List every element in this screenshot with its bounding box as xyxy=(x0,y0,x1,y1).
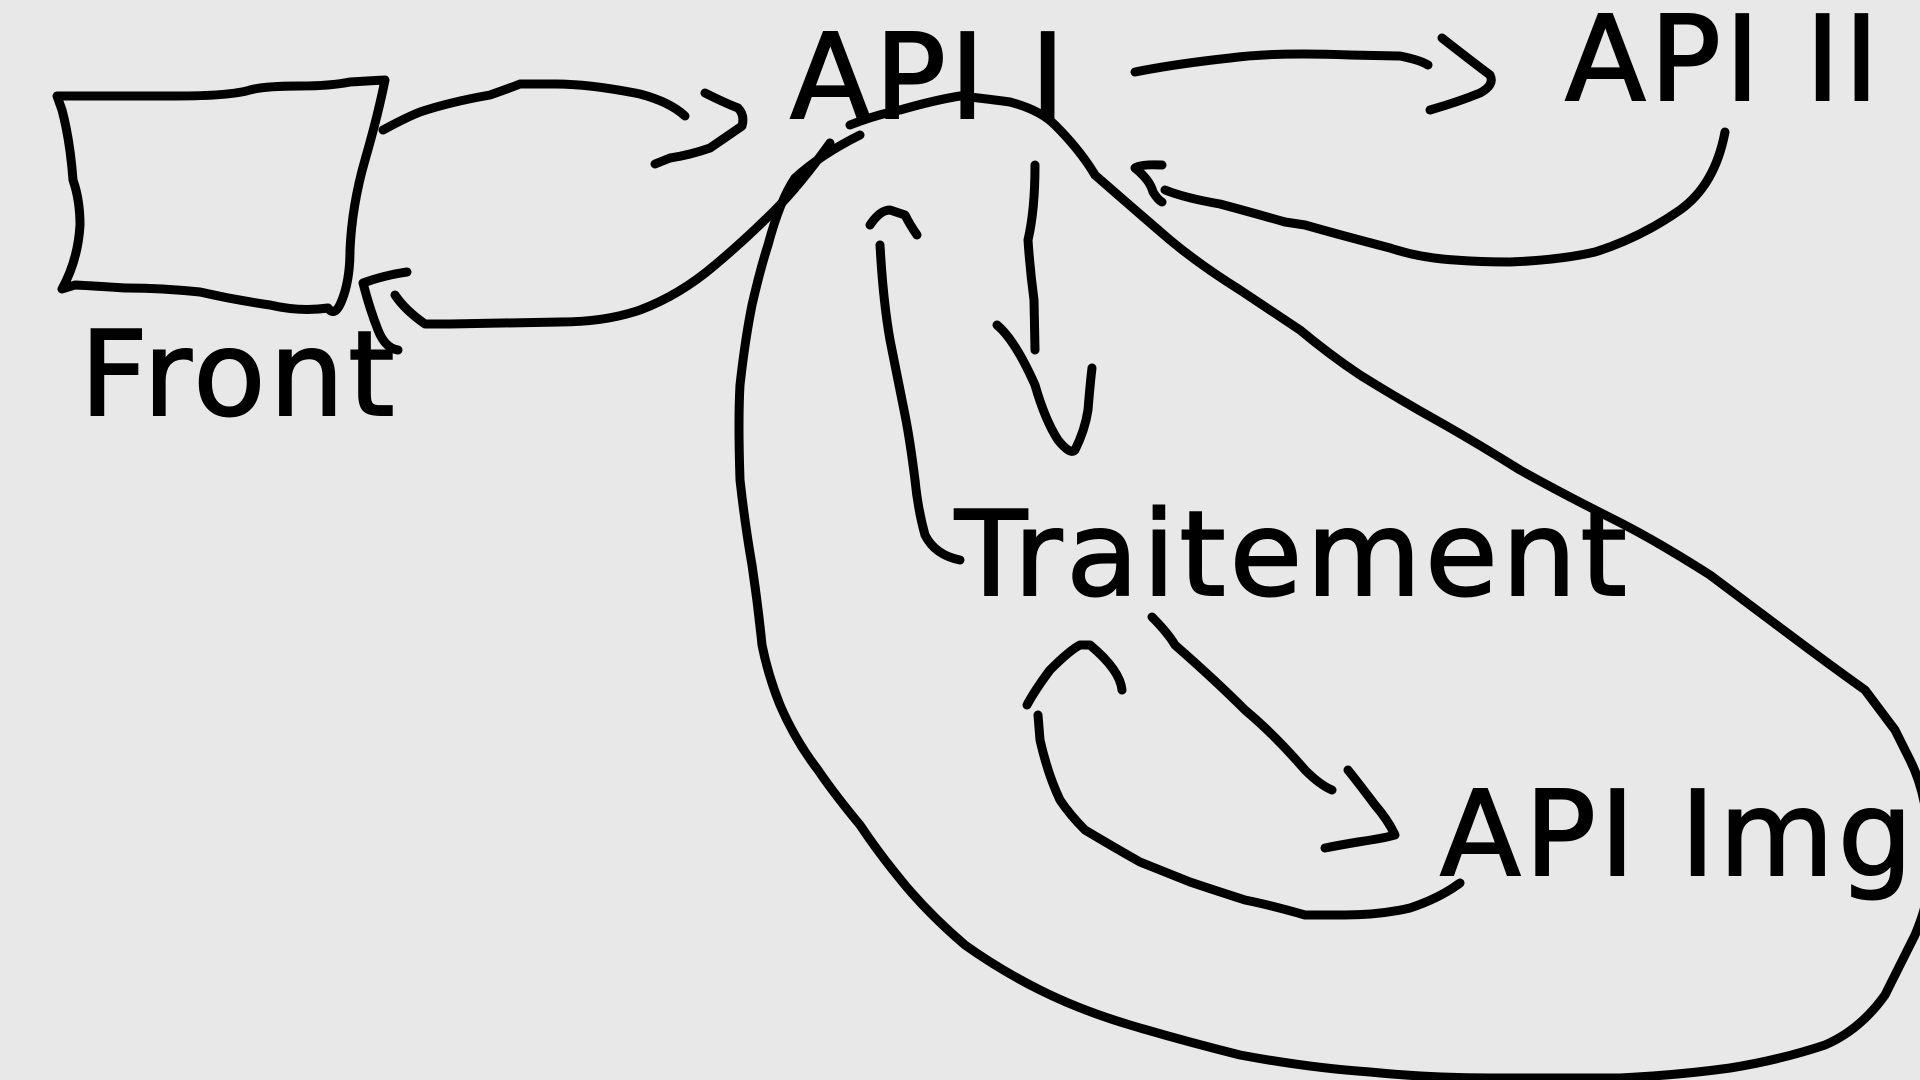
node-api-img: API Img xyxy=(1439,764,1917,904)
arrow-api-i-to-traitement xyxy=(992,160,1097,456)
arrowhead xyxy=(1130,160,1167,207)
node-traitement: Traitement xyxy=(953,484,1631,624)
arrow-api-img-to-traitement xyxy=(1022,640,1465,920)
node-front: Front xyxy=(52,75,398,444)
api-ii-label: API II xyxy=(1565,0,1883,128)
node-api-i: API I xyxy=(789,7,1069,147)
arrow-api-i-to-api-ii xyxy=(1130,33,1496,115)
enclosing-loop xyxy=(734,91,1920,1080)
arrowhead xyxy=(358,267,412,355)
arrowhead xyxy=(865,205,922,240)
api-img-label: API Img xyxy=(1440,765,1917,903)
arrowhead xyxy=(992,320,1097,456)
arrow-api-ii-to-api-i xyxy=(1130,127,1730,267)
arrow-traitement-to-api-i xyxy=(865,205,965,565)
node-api-ii: API II xyxy=(1564,0,1883,129)
api-i-label: API I xyxy=(790,8,1069,146)
arrowhead xyxy=(1320,765,1400,853)
arrowhead xyxy=(1425,33,1496,115)
arrow-api-i-to-front xyxy=(358,138,835,355)
front-box xyxy=(52,75,390,316)
front-label: Front xyxy=(80,305,398,443)
arrow-front-to-api-i xyxy=(378,79,748,169)
arrowhead xyxy=(1022,640,1127,710)
arrow-traitement-to-api-img xyxy=(1147,612,1400,853)
arrowhead xyxy=(650,88,748,169)
traitement-label: Traitement xyxy=(954,485,1631,623)
